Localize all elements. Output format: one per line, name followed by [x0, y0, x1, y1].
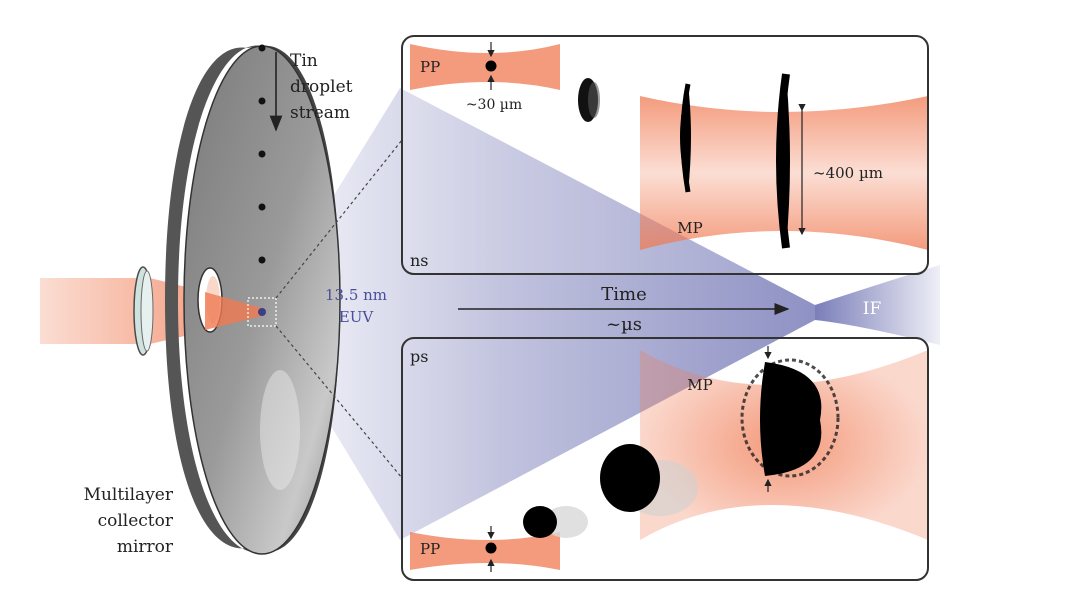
focusing-lens [133, 266, 154, 356]
ns-droplet-size-label: ~30 µm [466, 97, 522, 113]
tin-droplets [258, 44, 266, 264]
ps-fragmented-target [760, 362, 822, 476]
tin-label-line2: droplet [290, 77, 353, 97]
time-scale-label: ~µs [606, 314, 642, 335]
ns-regime-label: ns [410, 251, 429, 270]
laser-through-hole [205, 292, 262, 330]
ps-mp-label: MP [687, 376, 712, 394]
time-label: Time [601, 284, 646, 305]
ns-panel: PP ~30 µm ~400 µm MP ns [401, 35, 929, 275]
ps-regime-label: ps [410, 347, 428, 366]
zoom-lines [275, 139, 403, 479]
ns-initial-droplet [485, 60, 497, 72]
ps-pp-label: PP [420, 540, 440, 558]
ps-panel-frame [401, 337, 929, 581]
ps-panel: ps PP MP [401, 337, 929, 581]
ps-prepulse-beam [410, 532, 560, 570]
collector-label-line3: mirror [117, 537, 174, 557]
euv-wavelength-label: 13.5 nm [325, 286, 387, 304]
ns-panel-frame [401, 35, 929, 275]
collector-label-line1: Multilayer [84, 485, 174, 505]
ns-pp-label: PP [420, 58, 440, 76]
ns-mp-label: MP [677, 219, 702, 237]
tin-label-line3: stream [290, 103, 350, 123]
ns-sheet-size-label: ~400 µm [813, 164, 883, 182]
ps-expanding-droplet-1 [523, 506, 557, 538]
intermediate-focus-label: IF [863, 299, 882, 319]
euv-label: EUV [339, 308, 375, 326]
ps-expanding-droplet-2 [600, 444, 660, 512]
ps-initial-droplet [485, 542, 497, 554]
euv-light-cone [262, 88, 940, 540]
collector-label-line2: collector [98, 511, 174, 531]
plasma-spot [247, 297, 277, 327]
tin-label-line1: Tin [290, 51, 318, 71]
ns-prepulse-beam [410, 44, 560, 90]
